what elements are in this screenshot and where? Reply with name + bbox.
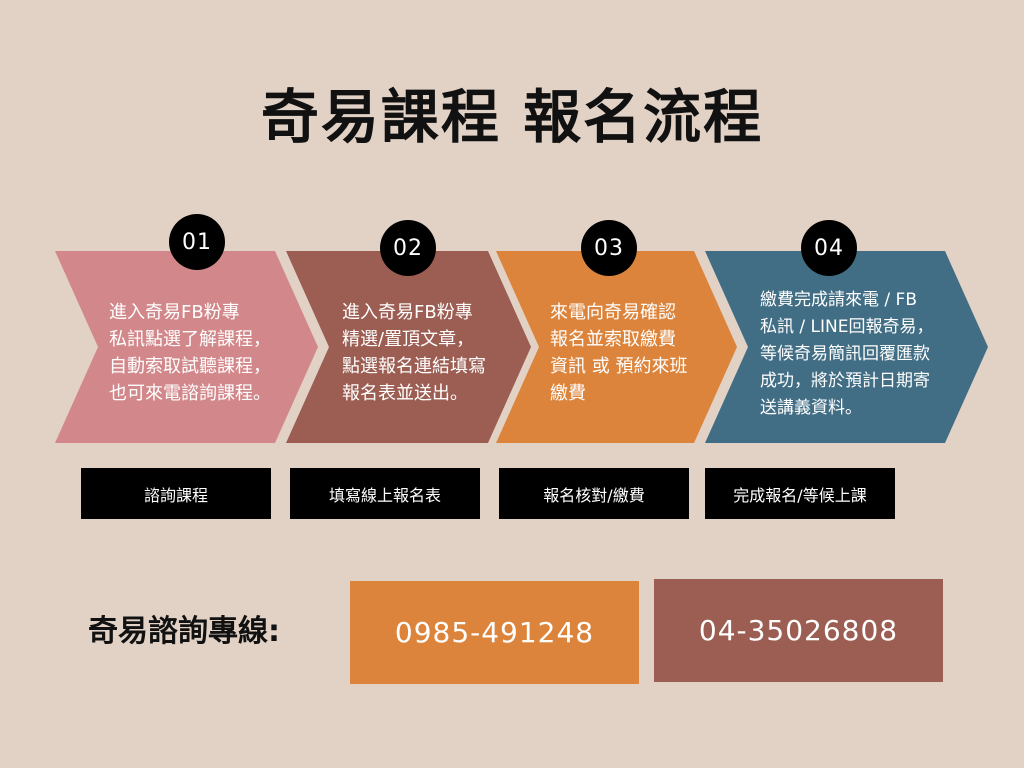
page-title: 奇易課程 報名流程 [260,83,764,151]
phone-mobile: 0985-491248 [350,581,639,684]
step-label-1: 諮詢課程 [81,468,271,519]
step-label-2: 填寫線上報名表 [290,468,480,519]
step-label-3: 報名核對/繳費 [499,468,689,519]
step-description-3: 來電向奇易確認 報名並索取繳費 資訊 或 預約來班 繳費 [550,302,688,404]
step-number-3: 03 [581,220,637,276]
step-number-4: 04 [801,220,857,276]
step-arrow-3 [496,251,737,443]
step-arrow-4 [705,251,988,443]
step-arrow-1 [55,251,318,443]
step-description-4: 繳費完成請來電 / FB 私訊 / LINE回報奇易， 等候奇易簡訊回覆匯款 成… [760,290,934,418]
step-label-4: 完成報名/等候上課 [705,468,895,519]
step-description-2: 進入奇易FB粉專 精選/置頂文章， 點選報名連結填寫 報名表並送出。 [342,302,486,404]
step-number-1: 01 [169,214,225,270]
phone-landline: 04-35026808 [654,579,943,682]
hotline-label: 奇易諮詢專線: [88,614,280,649]
step-arrow-2 [286,251,531,443]
step-description-1: 進入奇易FB粉專 私訊點選了解課程， 自動索取試聽課程， 也可來電諮詢課程。 [109,302,271,404]
step-number-2: 02 [380,220,436,276]
